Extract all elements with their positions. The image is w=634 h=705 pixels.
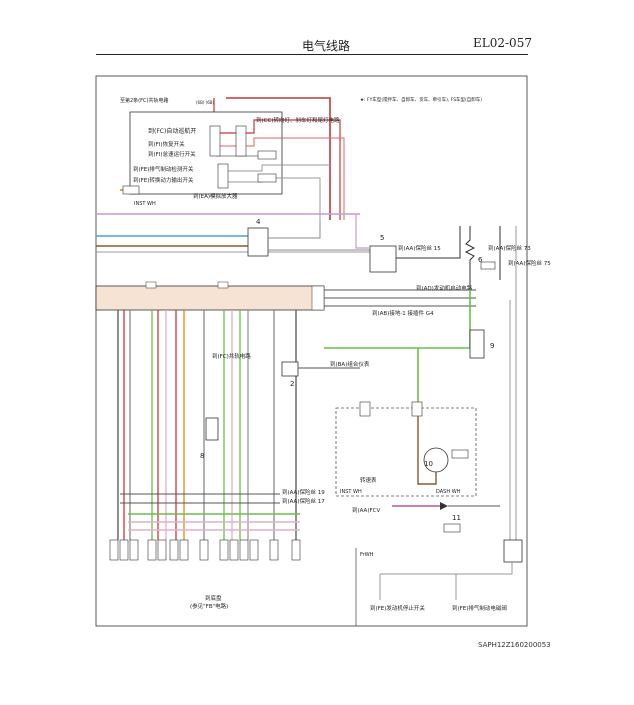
- resistor-6: [464, 226, 476, 290]
- label-speedometer: 转速表: [360, 476, 377, 484]
- label-ab-ground: 到(AB)接地-1 接插件 G4: [372, 309, 434, 317]
- connector-9: [469, 329, 485, 359]
- wire-box-4: [224, 164, 330, 172]
- row-resume: 到(FI)恢复开关: [148, 140, 185, 148]
- row-idle: 到(FI)怠速运行开关: [148, 150, 196, 158]
- row-cruise: 到(FC)自动巡航开: [148, 127, 196, 135]
- label-fuse15: 到(AA)保险丝 15: [398, 244, 441, 252]
- diode-11: [440, 502, 448, 510]
- label-exhaust-valve: 到(FE)排气制动电磁阀: [452, 604, 507, 612]
- signal-box: [129, 111, 283, 195]
- label-ad-start: 到(AD)发动机启动电路: [416, 284, 473, 292]
- comp-11: 11: [452, 514, 461, 522]
- connector-2: [281, 361, 299, 377]
- label-ground-note-2: (参见"FB"电路): [190, 602, 228, 610]
- diagram-frame: [95, 75, 528, 627]
- label-ground-note-1: 到底盘: [205, 594, 222, 602]
- wire-relay4-out: [268, 220, 321, 239]
- ecu-top-pins: [145, 281, 325, 311]
- comp-4: 4: [256, 218, 261, 226]
- connector-8: [205, 417, 219, 441]
- label-dash-wh: DASH WH: [436, 489, 461, 495]
- label-ba-meter: 到(BA)组合仪表: [330, 360, 370, 368]
- label-inst-wh-2: INST WH: [340, 489, 362, 495]
- bottom-connector-strip: [109, 539, 301, 561]
- header-divider: [96, 54, 528, 55]
- label-fuse17: 到(AA)保险丝 17: [282, 497, 325, 505]
- label-frwh: FrWH: [360, 552, 374, 558]
- label-to-cc: 至第2条(FC)共轨电路: [120, 97, 168, 104]
- signal-box-rows: 到(FC)自动巡航开 到(FI)恢复开关 到(FI)怠速运行开关 到(FE)排气…: [133, 127, 196, 184]
- inst-dash-box: [335, 407, 477, 497]
- label-cc-turn: 到(CC)转向灯、刹车灯和尾灯电路: [256, 116, 340, 124]
- figure-ref: SAPH12Z160200053: [478, 641, 551, 649]
- comp-5: 5: [380, 234, 384, 242]
- label-inst-wh: INST WH: [134, 201, 156, 207]
- comp-8: 8: [200, 452, 204, 460]
- label-fuse73: 到(AA)保险丝 73: [488, 244, 531, 252]
- label-aa-fcv: 到(AA)FCV: [352, 507, 380, 514]
- label-amp: 到(EA)模拟放大器: [193, 192, 238, 200]
- wire-red-top: [226, 97, 331, 220]
- comp-10: 10: [424, 460, 433, 468]
- wire-box-2: [216, 137, 345, 220]
- comp-9: 9: [490, 342, 494, 350]
- label-fuse75: 到(AA)保险丝 75: [508, 259, 551, 267]
- ecu-body: [95, 285, 325, 311]
- label-fuse19: 到(AA)保险丝 19: [282, 488, 325, 496]
- row-pto: 到(FE)转换动力输出开关: [133, 176, 194, 184]
- row-exhaust: 到(FE)排气制动检测开关: [133, 165, 194, 173]
- page-code: EL02-057: [473, 36, 532, 50]
- label-to-cc-wire: (6B) (6B): [196, 100, 215, 105]
- footnote: ★: FY车型(搅拌车、自卸车、货车、牵引车), FS车型(自卸车): [360, 96, 482, 103]
- page-title: 电气线路: [302, 39, 351, 53]
- comp-2: 2: [290, 380, 294, 388]
- relay-5: [369, 245, 397, 273]
- ecu-bottom-wires: [117, 310, 297, 540]
- box-connectors: [122, 125, 277, 195]
- relay-4: [247, 227, 269, 257]
- label-stop-switch: 到(FE)发动机停止开关: [370, 604, 425, 612]
- comp-6: 6: [478, 256, 483, 264]
- label-fc-circuit: 到(FC)共轨电路: [212, 352, 251, 360]
- wire-green-9: [324, 290, 471, 349]
